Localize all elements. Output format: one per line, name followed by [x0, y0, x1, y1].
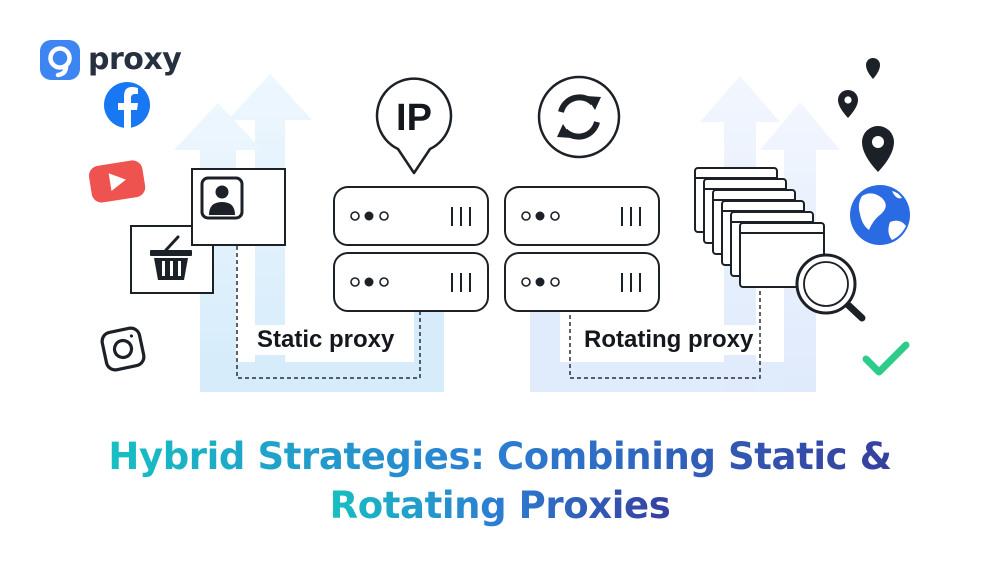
server-unit — [504, 186, 660, 246]
user-profile-icon — [200, 176, 244, 220]
map-pin-icon — [838, 90, 858, 118]
left-front-arrow — [174, 103, 262, 392]
page-title-line-1: Hybrid Strategies: Combining Static & — [0, 433, 1000, 481]
left-arrow-base — [200, 362, 444, 392]
map-pin-icon — [862, 126, 894, 172]
map-pin-icon — [866, 58, 880, 79]
brand-name: proxy — [88, 42, 182, 77]
instagram-icon — [100, 326, 146, 372]
magnifier-icon — [795, 253, 866, 322]
static-proxy-label: Static proxy — [251, 325, 401, 355]
globe-icon — [850, 185, 910, 245]
rotating-dashed-path — [569, 282, 761, 379]
proxy-logo-icon — [40, 40, 80, 80]
static-dashed-path — [236, 246, 421, 379]
shopping-basket-icon — [150, 235, 192, 280]
static-proxy-servers — [333, 186, 489, 312]
refresh-icon — [537, 75, 621, 159]
facebook-icon — [104, 82, 150, 129]
right-arrow-base — [530, 362, 816, 392]
server-unit — [504, 252, 660, 312]
server-unit — [333, 186, 489, 246]
checkmark-icon — [862, 341, 910, 376]
rotating-proxy-label: Rotating proxy — [578, 325, 760, 355]
profile-card — [191, 168, 286, 246]
brand: proxy — [40, 40, 182, 80]
page-title-line-2: Rotating Proxies — [0, 482, 1000, 530]
page-title-line-1-text: Hybrid Strategies: Combining Static & — [108, 435, 892, 478]
ip-location-badge: IP — [375, 77, 453, 175]
rotating-proxy-servers — [504, 186, 660, 312]
ip-badge-text: IP — [396, 97, 432, 139]
youtube-icon — [88, 160, 146, 203]
server-unit — [333, 252, 489, 312]
page-title-line-2-text: Rotating Proxies — [329, 484, 671, 527]
